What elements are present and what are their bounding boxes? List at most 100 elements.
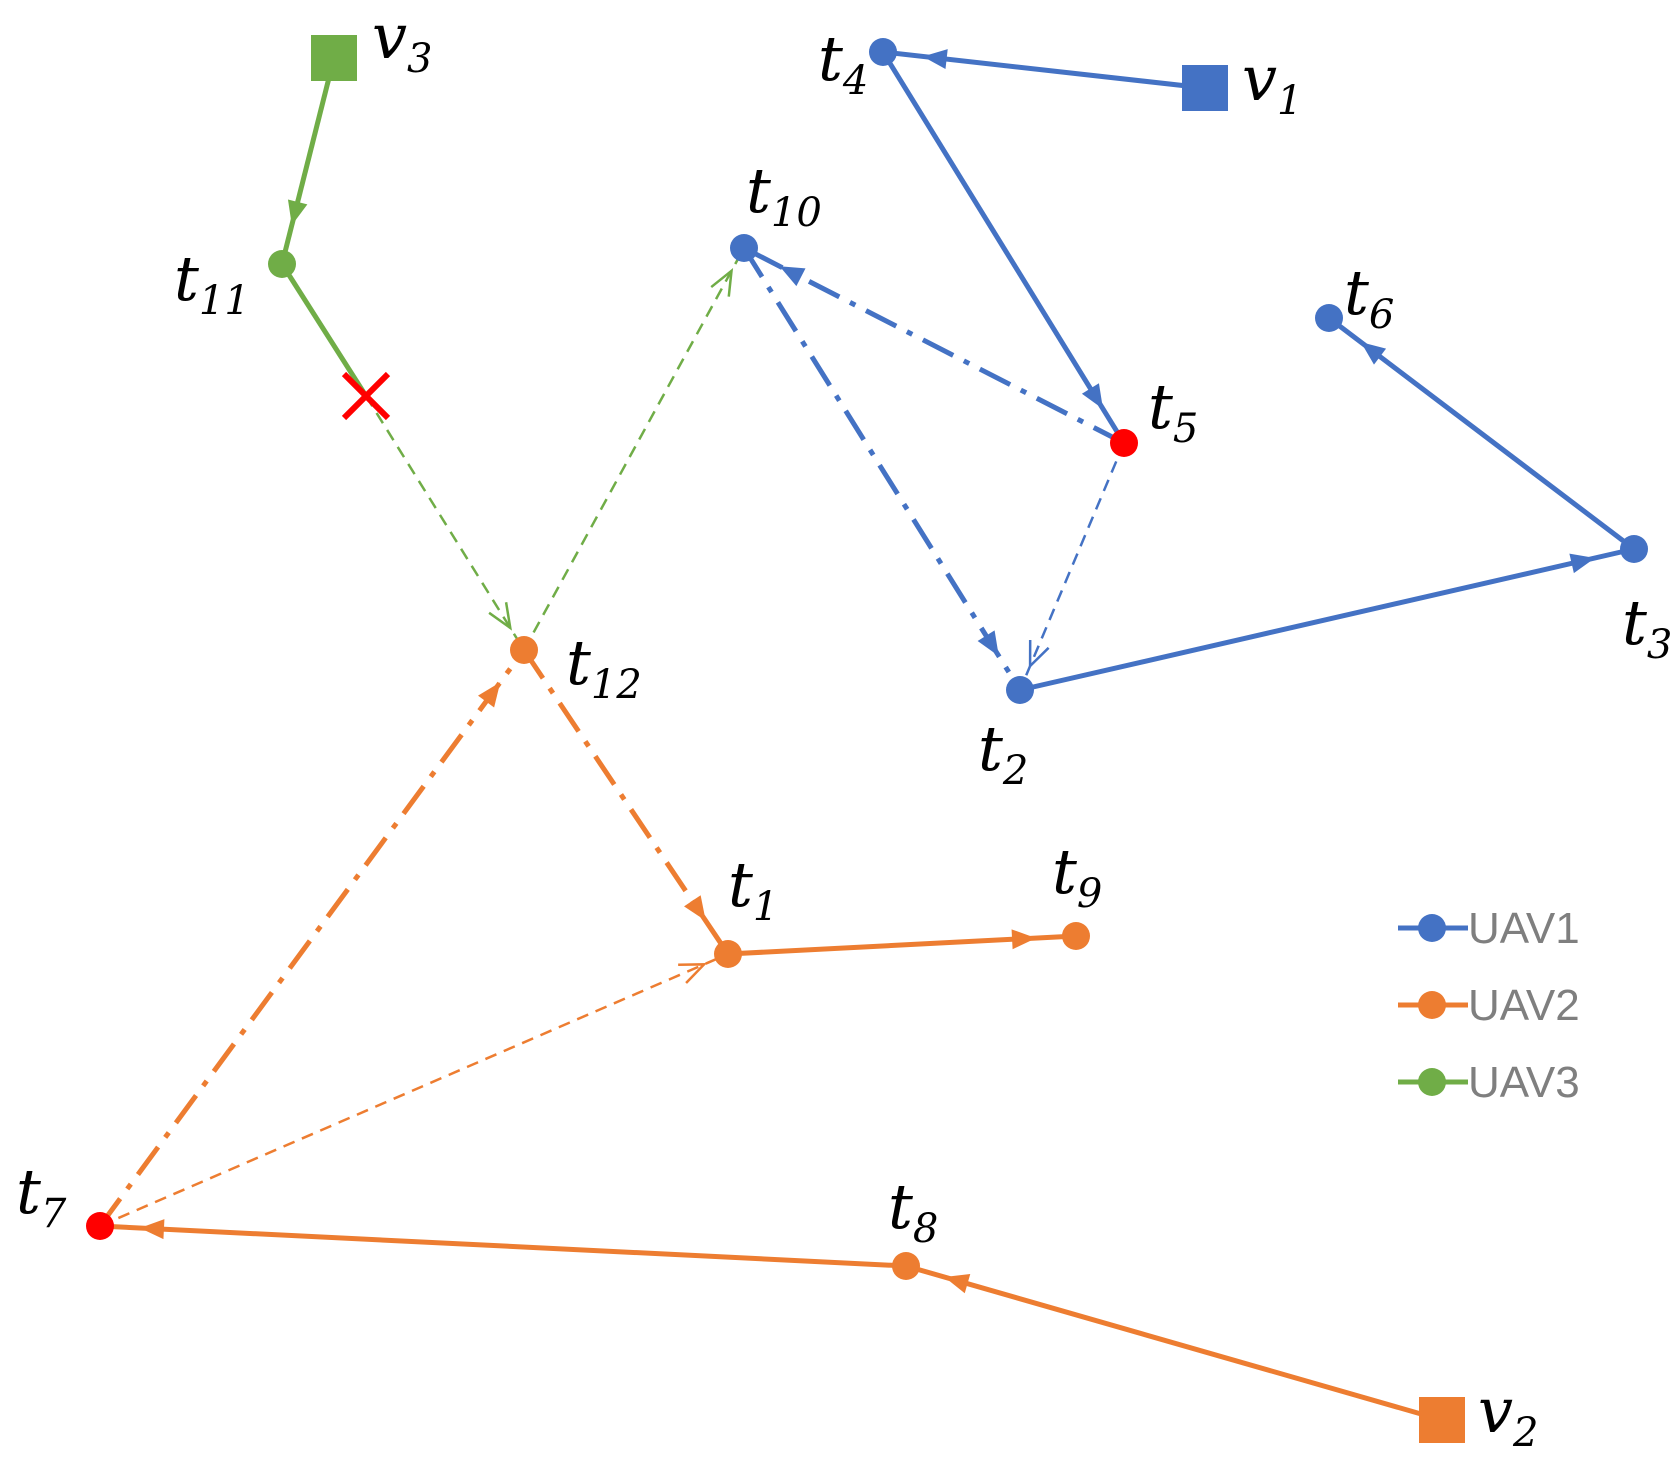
- edge-v2-t8: [905, 1263, 1443, 1423]
- edge-line: [99, 1223, 907, 1269]
- arrow-head: [488, 602, 512, 631]
- edge-line: [742, 245, 1126, 446]
- label-main: v: [1242, 42, 1277, 115]
- edge-v1-t4: [882, 49, 1206, 91]
- task-node-t11: [268, 250, 296, 278]
- label-subscript: 1: [753, 884, 778, 930]
- label-subscript: 3: [1647, 622, 1672, 668]
- label-main: t: [978, 712, 1003, 785]
- task-node-t9: [1062, 922, 1090, 950]
- label-subscript: 6: [1369, 292, 1394, 338]
- task-node-t1: [714, 940, 742, 968]
- label-main: t: [746, 154, 771, 227]
- label-subscript: 11: [199, 278, 250, 324]
- arrow-head: [678, 963, 708, 984]
- arrow-head: [779, 266, 806, 287]
- edge-t10-t2: [741, 246, 1023, 692]
- tasks-label-t4: t4: [818, 22, 868, 104]
- arrow-head: [684, 895, 706, 921]
- vehicle-v1: [1182, 65, 1228, 111]
- label-main: t: [1052, 835, 1077, 908]
- arrow-head: [1081, 383, 1104, 409]
- edge-t7-t1: [99, 952, 729, 1228]
- edge-t12-t10: [522, 247, 746, 651]
- task-node-t7: [86, 1212, 114, 1240]
- arrow-head: [944, 1274, 971, 1294]
- edge-line: [905, 1263, 1443, 1423]
- edge-line: [522, 247, 746, 651]
- nodes-layer: [86, 35, 1648, 1443]
- label-subscript: 2: [1512, 1410, 1538, 1456]
- tasks-label-t5: t5: [1148, 370, 1198, 452]
- edge-line: [741, 246, 1023, 692]
- arrow-head: [287, 199, 308, 226]
- task-node-t4: [869, 38, 897, 66]
- label-subscript: 12: [591, 662, 642, 708]
- label-main: t: [888, 1170, 913, 1243]
- label-subscript: 1: [1277, 78, 1302, 124]
- edge-t12-t1: [521, 648, 731, 956]
- failure-cross-icon: [341, 371, 391, 421]
- edge-line: [1019, 546, 1635, 693]
- task-node-t8: [892, 1252, 920, 1280]
- legend-item-uav3: UAV3: [1398, 1058, 1580, 1107]
- label-main: v: [1478, 1374, 1513, 1447]
- edge-x-t12: [364, 395, 526, 651]
- task-node-t6: [1315, 304, 1343, 332]
- arrow-head: [977, 630, 999, 657]
- label-subscript: 10: [771, 190, 822, 236]
- label-subscript: 5: [1173, 406, 1198, 452]
- vehicle-v2: [1419, 1397, 1465, 1443]
- task-node-t2: [1006, 676, 1034, 704]
- label-main: t: [1622, 586, 1647, 659]
- edge-t5-t2: [1018, 442, 1126, 691]
- vehicles-label-v2: v2: [1478, 1374, 1538, 1456]
- label-main: t: [1148, 370, 1173, 443]
- label-main: t: [1344, 256, 1369, 329]
- vehicle-v3: [311, 35, 357, 81]
- label-subscript: 4: [842, 58, 868, 104]
- arrow-head: [922, 49, 948, 70]
- legend-marker: [1418, 1068, 1446, 1096]
- tasks-label-t6: t6: [1344, 256, 1394, 338]
- legend-label: UAV2: [1468, 981, 1580, 1030]
- label-subscript: 2: [1002, 748, 1028, 794]
- arrow-head: [710, 267, 734, 297]
- label-subscript: 8: [913, 1206, 938, 1252]
- edges-layer: [97, 49, 1636, 1423]
- edge-t11-x: [279, 262, 369, 398]
- arrow-head: [1028, 640, 1050, 670]
- label-main: t: [174, 242, 199, 315]
- tasks-label-t12: t12: [566, 626, 642, 708]
- edge-t4-t5: [880, 50, 1127, 445]
- legend-item-uav1: UAV1: [1398, 904, 1580, 953]
- edge-t5-t10: [742, 245, 1126, 446]
- label-main: t: [728, 848, 753, 921]
- label-subscript: 3: [407, 36, 432, 82]
- vehicles-label-v1: v1: [1242, 42, 1302, 124]
- label-subscript: 7: [41, 1191, 67, 1237]
- label-subscript: 9: [1077, 871, 1102, 917]
- edge-line: [279, 57, 337, 265]
- edge-t3-t6: [1327, 316, 1636, 551]
- edge-line: [99, 952, 729, 1228]
- legend-marker: [1418, 991, 1446, 1019]
- arrow-head: [139, 1219, 165, 1240]
- label-main: v: [372, 0, 407, 73]
- edge-line: [1018, 442, 1126, 691]
- arrow-head: [1569, 553, 1596, 574]
- legend-marker: [1418, 914, 1446, 942]
- edge-line: [279, 262, 369, 398]
- edge-line: [364, 395, 526, 651]
- label-main: t: [818, 22, 843, 95]
- edge-t2-t3: [1019, 546, 1635, 693]
- edge-v3-t11: [279, 57, 337, 265]
- task-node-t10: [730, 234, 758, 262]
- task-node-t5: [1110, 429, 1138, 457]
- arrow-head: [478, 682, 501, 708]
- tasks-label-t3: t3: [1622, 586, 1672, 668]
- edge-t7-t12: [97, 648, 527, 1228]
- task-node-t3: [1620, 535, 1648, 563]
- legend-label: UAV3: [1468, 1058, 1580, 1107]
